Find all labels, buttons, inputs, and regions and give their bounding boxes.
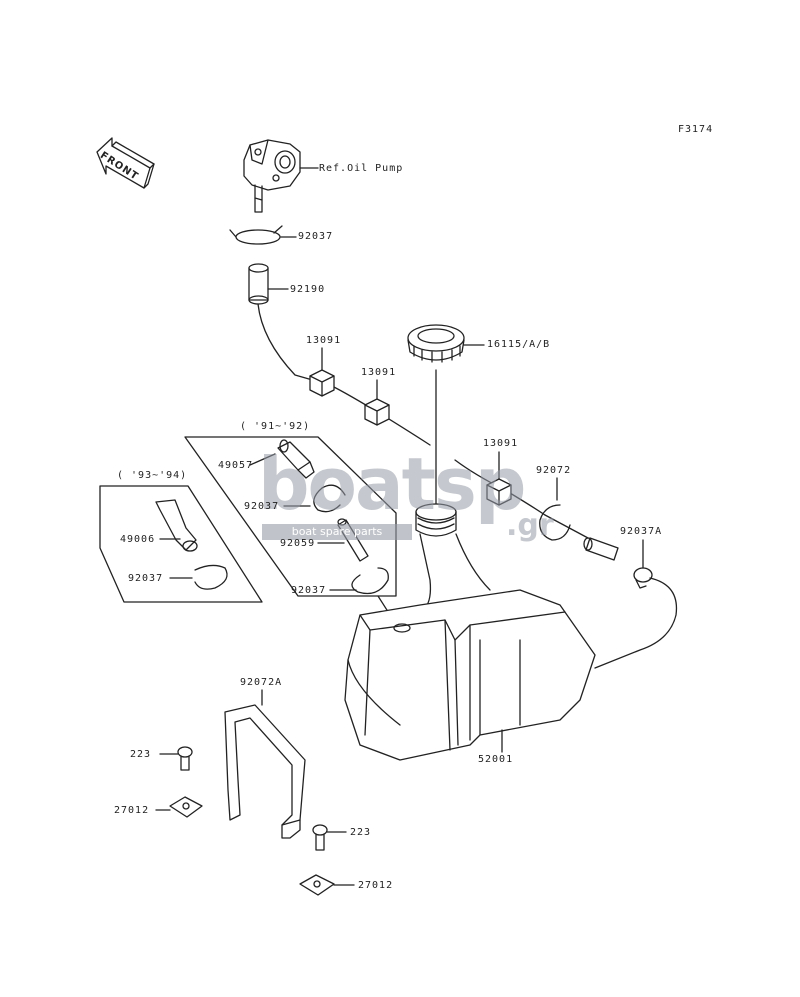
label-223-a: 223: [130, 749, 152, 760]
label-13091-b: 13091: [361, 367, 397, 378]
watermark-logo: boatsp: [258, 442, 526, 526]
band-92072a: [224, 689, 306, 839]
fitting-49006: [155, 499, 198, 552]
label-92037-top: 92037: [298, 231, 334, 242]
tank-vent-hose: [544, 514, 619, 561]
clamp-92037-group1: [283, 484, 346, 513]
label-oil-pump: Ref.Oil Pump: [319, 163, 404, 174]
label-16115: 16115/A/B: [487, 339, 551, 350]
label-92037-g1: 92037: [244, 501, 280, 512]
label-92037a: 92037A: [620, 526, 663, 537]
label-group-91-92: ( '91~'92): [240, 421, 311, 432]
clamp-92037-group2: [329, 567, 393, 619]
label-group-93-94: ( '93~'94): [117, 470, 188, 481]
label-92072a: 92072A: [240, 677, 283, 688]
clamp-92037-top: [229, 225, 297, 245]
clamp-92037a: [594, 539, 678, 669]
label-92037-g2: 92037: [291, 585, 327, 596]
clamp-92037-group3: [169, 564, 228, 590]
clamp-13091-b: [364, 379, 390, 426]
clamp-92072: [539, 477, 571, 541]
label-49057: 49057: [218, 460, 254, 471]
clamp-13091-a: [309, 347, 335, 397]
front-arrow-icon: [96, 137, 155, 189]
oil-cap-16115: [407, 324, 485, 506]
nut-27012-b: [299, 874, 355, 896]
oil-tank-52001: [344, 503, 596, 761]
hose-92190: [248, 263, 289, 305]
figure-code: F3174: [678, 124, 714, 135]
group-93-94-box: [99, 485, 263, 603]
label-223-b: 223: [350, 827, 372, 838]
clamp-13091-c: [486, 451, 512, 506]
bolt-223-b: [312, 824, 347, 851]
joint-49057: [249, 439, 315, 479]
label-52001: 52001: [478, 754, 514, 765]
bolt-223-a: [159, 746, 193, 771]
oil-pump-part: [243, 139, 319, 213]
watermark-subtitle: boat spare parts: [262, 524, 412, 540]
watermark-tld: .gr: [506, 508, 554, 543]
label-92059: 92059: [280, 538, 316, 549]
label-27012-b: 27012: [358, 880, 394, 891]
label-49006: 49006: [120, 534, 156, 545]
label-13091-a: 13091: [306, 335, 342, 346]
nut-27012-a: [155, 796, 203, 818]
group-91-92-box: [184, 436, 397, 597]
label-92072: 92072: [536, 465, 572, 476]
label-92190: 92190: [290, 284, 326, 295]
label-13091-c: 13091: [483, 438, 519, 449]
label-27012-a: 27012: [114, 805, 150, 816]
label-92037-g3: 92037: [128, 573, 164, 584]
